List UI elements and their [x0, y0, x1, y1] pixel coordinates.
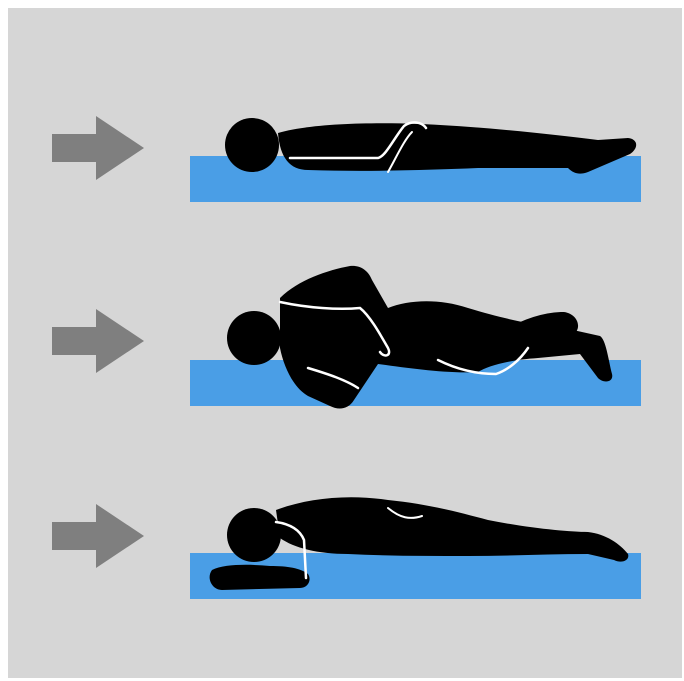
sleeping-positions-panel: [8, 8, 682, 678]
sleeping-positions-illustration: [8, 8, 682, 678]
